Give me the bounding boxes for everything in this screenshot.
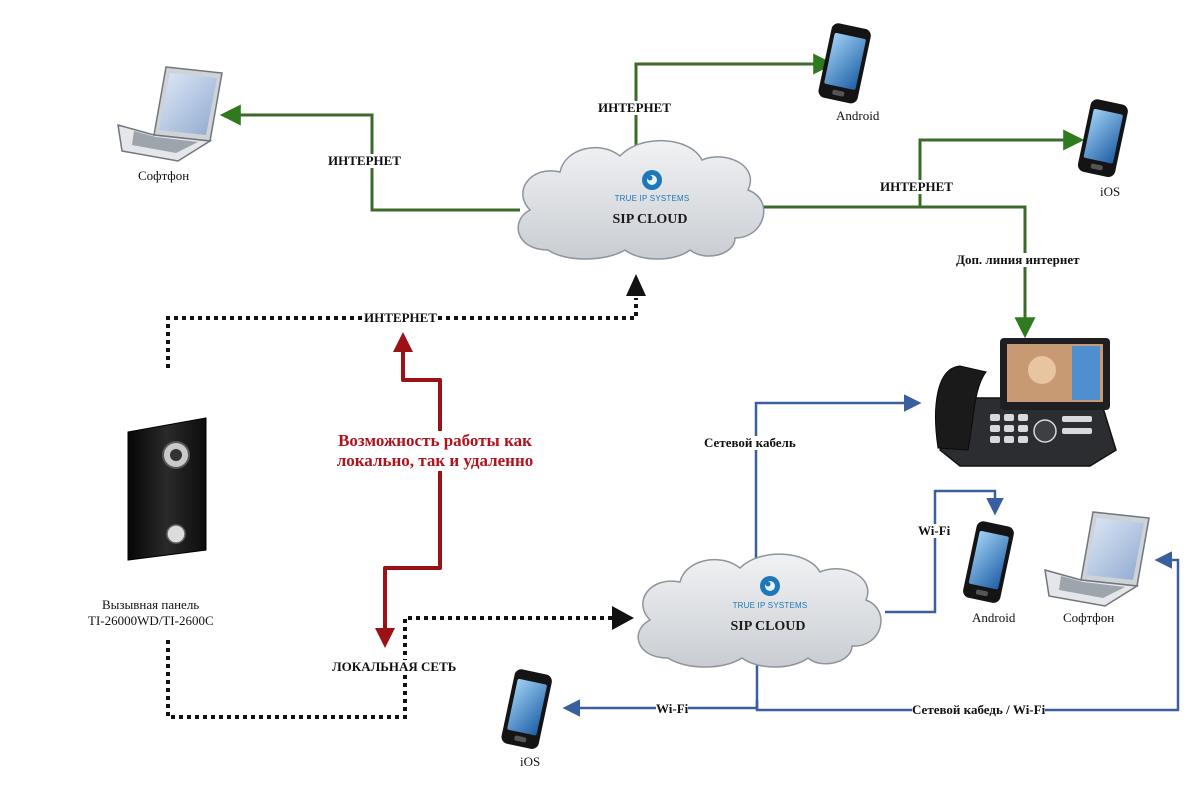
dual-mode-path (375, 332, 442, 648)
link-panel-local (166, 616, 612, 719)
call-panel-caption-2: TI-26000WD/TI-2600C (88, 613, 214, 628)
link-label-internet-softphone: ИНТЕРНЕТ (328, 153, 401, 168)
android-bottom-caption: Android (972, 610, 1016, 625)
link-cloud-ios-top (755, 129, 1085, 209)
laptop-icon (1044, 511, 1150, 607)
link-label-local-network: ЛОКАЛЬНАЯ СЕТЬ (332, 659, 457, 674)
sip-cloud-top (517, 139, 765, 260)
link-label-internet-android: ИНТЕРНЕТ (598, 100, 671, 115)
smartphone-icon (818, 23, 871, 104)
link-label-internet-panel: ИНТЕРНЕТ (364, 310, 437, 325)
smartphone-icon (1077, 99, 1128, 177)
arrowhead-up-cloud (626, 274, 646, 296)
arrowhead-right-cloud (612, 606, 634, 630)
smartphone-icon (963, 521, 1014, 603)
dual-mode-arrow (375, 332, 442, 648)
call-button-icon (166, 524, 186, 544)
link-label-extra-line: Доп. линия интернет (956, 252, 1080, 267)
dual-mode-callout: Возможность работы как локально, так и у… (312, 431, 558, 471)
softphone-bottom-caption: Софтфон (1063, 610, 1115, 625)
link-label-wifi-ios: Wi-Fi (656, 701, 689, 716)
softphone-top-caption: Софтфон (138, 168, 190, 183)
link-label-network-cable: Сетевой кабель (704, 435, 796, 450)
ios-bottom-caption: iOS (520, 754, 541, 769)
call-panel-caption-1: Вызывная панель (102, 597, 200, 612)
link-cloud-videophone-cable (754, 394, 922, 560)
callout-line-2: локально, так и удаленно (336, 451, 534, 470)
smartphone-icon (501, 669, 552, 749)
link-label-cable-wifi-softphone: Сетевой кабедь / Wi-Fi (912, 702, 1046, 717)
video-phone-icon (935, 338, 1117, 467)
face-image (1028, 356, 1056, 384)
intercom-panel-icon (127, 417, 207, 561)
link-cloud-softphone-cable (755, 551, 1180, 712)
cloud-bottom-brand: TRUE IP SYSTEMS (732, 601, 808, 610)
link-cloud-android-top (634, 53, 835, 160)
link-label-wifi-android: Wi-Fi (918, 523, 951, 538)
cloud-top-title: SIP CLOUD (612, 212, 688, 227)
cloud-top-brand: TRUE IP SYSTEMS (614, 194, 690, 203)
link-cloud-videophone (920, 205, 1036, 339)
android-top-caption: Android (836, 108, 880, 123)
link-label-internet-ios: ИНТЕРНЕТ (880, 179, 953, 194)
sip-cloud-bottom (637, 553, 882, 668)
laptop-icon (117, 66, 223, 162)
callout-line-1: Возможность работы как (338, 431, 532, 450)
local-links (562, 394, 1180, 717)
link-cloud-android-wifi (885, 489, 1004, 614)
dotted-links (166, 274, 646, 719)
ios-top-caption: iOS (1100, 184, 1121, 199)
cloud-bottom-title: SIP CLOUD (730, 619, 806, 634)
